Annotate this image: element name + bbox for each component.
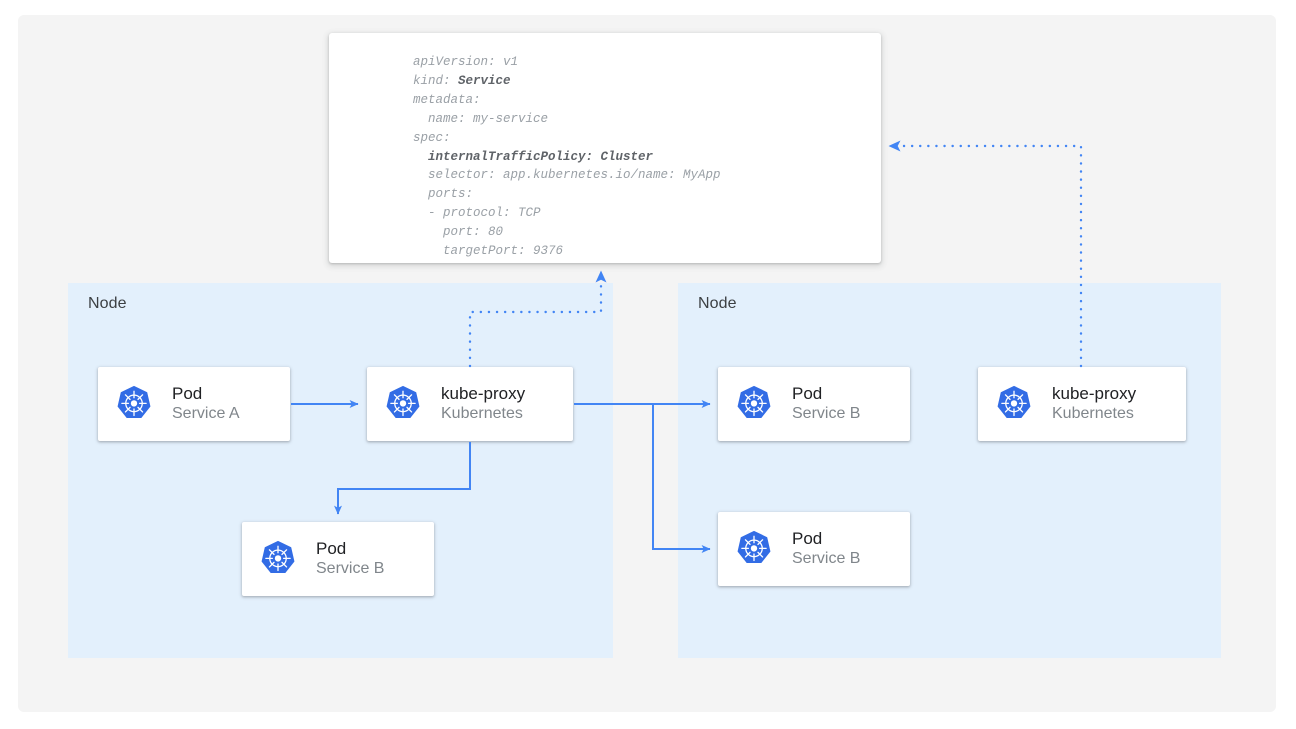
node-container-left: Node: [68, 283, 613, 658]
card-text: kube-proxy Kubernetes: [1052, 384, 1136, 424]
node-container-right: Node: [678, 283, 1221, 658]
kubernetes-icon: [737, 530, 771, 563]
kubernetes-icon: [997, 385, 1031, 418]
card-text: Pod Service B: [316, 539, 384, 579]
card-title: kube-proxy: [441, 384, 526, 404]
card-pod-service-b-left[interactable]: Pod Service B: [242, 522, 434, 596]
card-subtitle: Service B: [792, 550, 861, 568]
node-label-left: Node: [88, 295, 127, 312]
card-subtitle: Service A: [172, 405, 240, 423]
card-title: Pod: [316, 539, 347, 559]
kubernetes-icon: [261, 540, 295, 573]
kubernetes-icon: [737, 385, 771, 418]
card-kube-proxy-right[interactable]: kube-proxy Kubernetes: [978, 367, 1186, 441]
card-subtitle: Kubernetes: [441, 405, 523, 423]
card-text: Pod Service B: [792, 529, 860, 569]
card-pod-service-b-right-top[interactable]: Pod Service B: [718, 367, 910, 441]
card-text: Pod Service B: [792, 384, 860, 424]
kubernetes-icon: [117, 385, 151, 418]
service-manifest-card: apiVersion: v1 kind: Service metadata: n…: [329, 33, 881, 263]
card-title: Pod: [172, 384, 203, 404]
card-title: Pod: [792, 384, 823, 404]
kubernetes-icon: [386, 385, 420, 418]
card-title: Pod: [792, 529, 823, 549]
card-kube-proxy-left[interactable]: kube-proxy Kubernetes: [367, 367, 573, 441]
card-text: kube-proxy Kubernetes: [441, 384, 525, 424]
card-subtitle: Kubernetes: [1052, 405, 1134, 423]
node-label-right: Node: [698, 295, 737, 312]
card-subtitle: Service B: [792, 405, 861, 423]
card-pod-service-b-right-bottom[interactable]: Pod Service B: [718, 512, 910, 586]
card-pod-service-a[interactable]: Pod Service A: [98, 367, 290, 441]
card-title: kube-proxy: [1052, 384, 1137, 404]
card-text: Pod Service A: [172, 384, 240, 424]
card-subtitle: Service B: [316, 560, 385, 578]
service-manifest-code: apiVersion: v1 kind: Service metadata: n…: [413, 55, 721, 259]
